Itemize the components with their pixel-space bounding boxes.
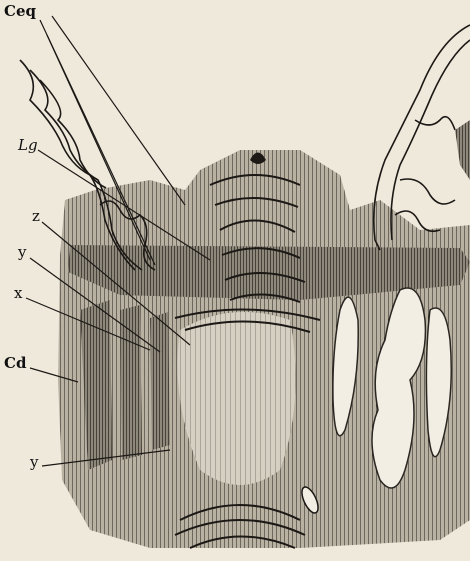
label-lg: Lg xyxy=(18,138,38,153)
left-columns xyxy=(80,300,170,470)
label-x: x xyxy=(14,286,22,301)
label-y-lower: y xyxy=(30,455,38,470)
label-cd: Cd xyxy=(4,356,26,371)
label-y-upper: y xyxy=(18,245,26,260)
label-z: z xyxy=(32,209,40,224)
label-ceq: Ceq xyxy=(4,4,36,19)
right-hatched-wedge xyxy=(455,120,470,180)
